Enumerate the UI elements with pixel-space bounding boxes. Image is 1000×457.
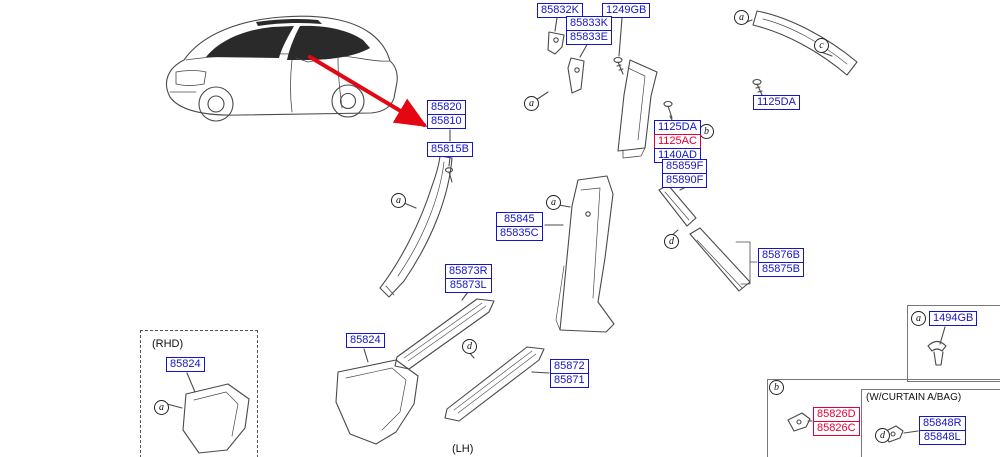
part-number[interactable]: 85832K	[537, 3, 583, 18]
pillar-trim-b-lower	[555, 175, 615, 333]
part-number[interactable]: 85824	[346, 333, 385, 348]
curtain-airbag-note: (W/CURTAIN A/BAG)	[866, 392, 962, 403]
position-marker-a: a	[734, 10, 749, 25]
position-marker-a: a	[546, 195, 561, 210]
position-marker-c: c	[814, 38, 829, 53]
part-number[interactable]: 85810	[427, 114, 466, 129]
screw-icon	[752, 78, 764, 98]
part-label-85833K-85833E[interactable]: 85833K 85833E	[566, 16, 612, 45]
position-marker-d: d	[462, 339, 477, 354]
pointer-arrow	[308, 55, 428, 128]
vehicle-illustration	[166, 15, 398, 122]
part-number[interactable]: 1125DA	[753, 95, 800, 110]
curtain-airbag-box	[861, 389, 1000, 457]
scuff-plate-rear	[444, 346, 545, 422]
screw-icon	[613, 17, 624, 75]
pillar-trim-b-upper	[617, 59, 658, 159]
clip-icon	[927, 326, 947, 366]
part-label-85872-85871[interactable]: 85872 85871	[550, 359, 589, 388]
trim-strip-upper	[658, 184, 697, 227]
part-number-highlighted[interactable]: 85826C	[813, 421, 860, 436]
part-number[interactable]: 85848R	[919, 416, 966, 431]
part-label-85826D-85826C[interactable]: 85826D 85826C	[813, 407, 860, 436]
part-label-85873R-85873L[interactable]: 85873R 85873L	[445, 264, 492, 293]
part-number[interactable]: 85872	[550, 359, 589, 374]
clip-icon	[787, 412, 811, 432]
part-label-85845-85835C[interactable]: 85845 85835C	[496, 212, 543, 241]
position-marker-d: d	[875, 428, 890, 443]
part-number[interactable]: 85833E	[566, 30, 612, 45]
part-number[interactable]: 85833K	[566, 16, 612, 31]
pillar-trim-a-upper	[740, 10, 858, 76]
part-number[interactable]: 1494GB	[929, 311, 978, 326]
part-label-85859F-85890F[interactable]: 85859F 85890F	[662, 159, 708, 188]
screw-icon	[663, 100, 673, 119]
part-number[interactable]: 85835C	[496, 226, 543, 241]
part-number[interactable]: 85820	[427, 100, 466, 115]
part-number[interactable]: 85815B	[427, 142, 473, 157]
kick-panel-rhd	[182, 383, 250, 454]
part-number[interactable]: 85871	[550, 373, 589, 388]
part-label-85815B[interactable]: 85815B	[427, 142, 473, 157]
position-marker-a: a	[154, 400, 169, 415]
part-number[interactable]: 85873R	[445, 264, 492, 279]
part-label-85848R-85848L[interactable]: 85848R 85848L	[919, 416, 966, 445]
part-label-85824[interactable]: 85824	[346, 333, 385, 348]
position-marker-a: a	[911, 311, 926, 326]
part-number[interactable]: 85890F	[662, 173, 708, 188]
part-number[interactable]: 85848L	[919, 430, 966, 445]
part-number[interactable]: 85859F	[662, 159, 708, 174]
position-marker-b: b	[699, 124, 714, 139]
part-number[interactable]: 85845	[496, 212, 543, 227]
part-label-85876B-85875B[interactable]: 85876B 85875B	[758, 248, 804, 277]
part-number[interactable]: 85875B	[758, 262, 804, 277]
position-marker-d: d	[664, 234, 679, 249]
part-number[interactable]: 85876B	[758, 248, 804, 263]
part-label-85820-85810[interactable]: 85820 85810	[427, 100, 466, 129]
position-marker-b: b	[769, 380, 784, 395]
part-number-highlighted[interactable]: 85826D	[813, 407, 860, 422]
pillar-trim-a-lower	[379, 155, 453, 298]
part-number[interactable]: 85873L	[445, 278, 492, 293]
position-marker-a: a	[524, 96, 539, 111]
part-number[interactable]: 1125DA	[654, 120, 701, 135]
part-label-1494GB[interactable]: 1494GB	[929, 311, 978, 326]
trim-strip-lower	[689, 227, 751, 292]
part-number[interactable]: 1249GB	[602, 3, 651, 18]
bracket-part	[547, 17, 565, 55]
lh-note: (LH)	[452, 443, 474, 455]
position-marker-a: a	[391, 193, 406, 208]
rhd-note: (RHD)	[152, 338, 184, 350]
part-label-85832K[interactable]: 85832K	[537, 3, 583, 18]
part-label-1125DA[interactable]: 1125DA	[753, 95, 800, 110]
rhd-section-box	[140, 330, 258, 457]
hardware-box-a	[907, 305, 1000, 382]
part-label-1125DA-1125AC-1140AD[interactable]: 1125DA 1125AC 1140AD	[654, 120, 701, 163]
trim-small	[567, 42, 589, 94]
part-number[interactable]: 85824	[166, 357, 205, 372]
scuff-plate-front	[394, 298, 495, 370]
kick-panel	[335, 359, 419, 445]
hardware-box-b	[767, 379, 1000, 457]
part-label-85824-rhd[interactable]: 85824	[166, 357, 205, 372]
part-label-1249GB[interactable]: 1249GB	[602, 3, 651, 18]
screw-icon	[444, 167, 454, 183]
part-number-highlighted[interactable]: 1125AC	[654, 134, 701, 149]
